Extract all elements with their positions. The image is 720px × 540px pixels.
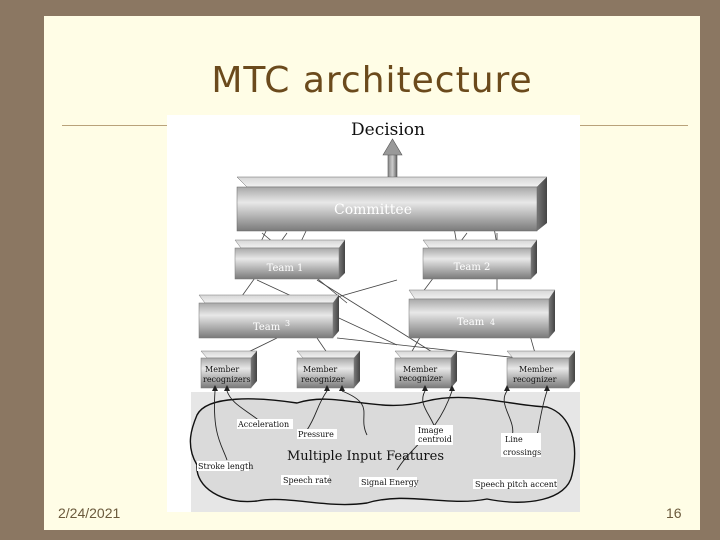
team-4-box: Team 4 [408,289,556,339]
feature-pressure: Pressure [298,430,334,439]
slide-date: 2/24/2021 [58,505,121,521]
member-1-line2: recognizers [203,375,251,384]
committee-label: Committee [334,202,412,218]
feature-labels: Acceleration Pressure Image centroid Lin… [197,419,558,489]
member-box-1: Member recognizers [200,350,258,389]
member-box-3: Member recognizer [394,350,458,389]
team-1-label: Team 1 [267,263,304,274]
member-4-line2: recognizer [513,375,557,384]
mtc-architecture-diagram: Decision C [167,115,580,512]
team-3-label: Team [253,322,281,333]
committee-box: Committee [236,176,548,232]
feature-image-line2: centroid [418,435,452,444]
team-3-number: 3 [285,319,290,328]
decision-label: Decision [351,120,425,140]
feature-stroke-length: Stroke length [198,462,253,471]
member-2-line2: recognizer [301,375,345,384]
feature-line-crossings-line2: crossings [503,448,541,457]
team-4-label: Team [457,317,485,328]
member-3-line1: Member [403,365,437,374]
feature-speech-pitch-accent: Speech pitch accent [475,480,558,489]
slide-title: MTC architecture [211,60,533,101]
features-title: Multiple Input Features [287,449,444,464]
slide-page-number: 16 [666,505,682,521]
feature-line-crossings-line1: Line [505,435,523,444]
feature-speech-rate: Speech rate [283,476,332,485]
feature-acceleration: Acceleration [237,420,289,429]
member-4-line1: Member [519,365,553,374]
team-2-box: Team 2 [422,239,538,280]
team-4-number: 4 [490,318,495,327]
member-box-2: Member recognizer [296,350,361,389]
feature-arrowheads [212,385,550,391]
member-3-line2: recognizer [399,374,443,383]
feature-image-line1: Image [418,426,444,435]
team-3-box: Team 3 [198,294,340,339]
member-1-line1: Member [205,365,239,374]
member-2-line1: Member [303,365,337,374]
feature-signal-energy: Signal Energy [361,478,419,487]
member-box-4: Member recognizer [506,350,576,389]
team-1-box: Team 1 [234,239,346,280]
team-2-label: Team 2 [454,262,491,273]
